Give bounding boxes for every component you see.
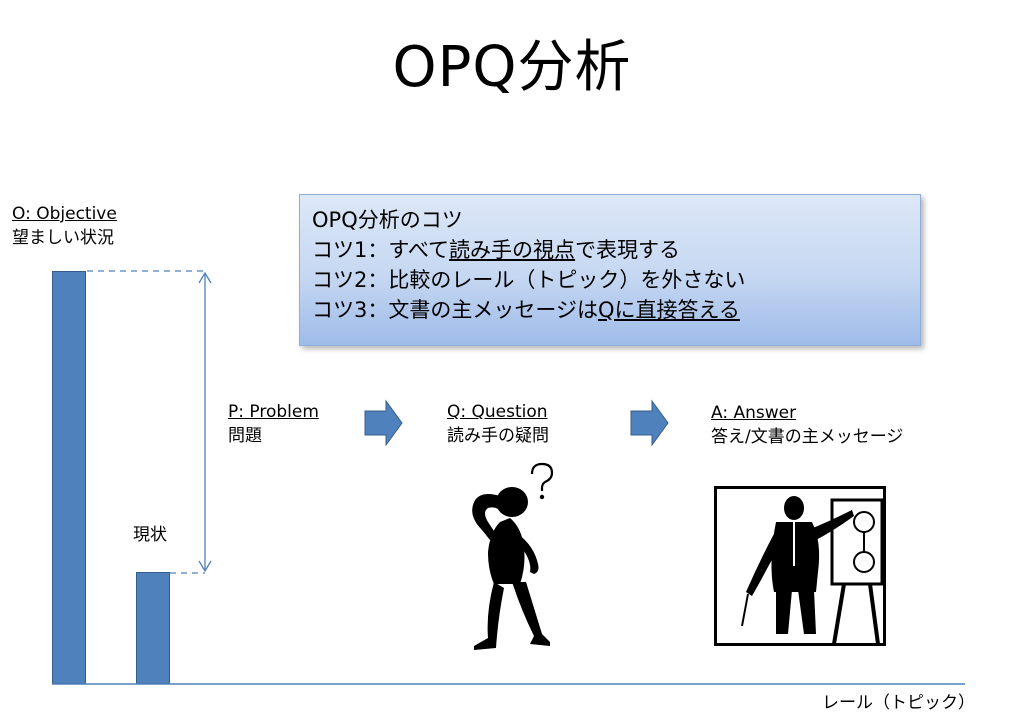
tip-1-emphasis: 読み手の視点 [449, 238, 576, 262]
tip-3-emphasis-direct: 直接答える [635, 298, 740, 322]
problem-text: 問題 [228, 426, 262, 446]
question-text: 読み手の疑問 [447, 426, 549, 446]
current-state-label: 現状 [133, 525, 167, 545]
thinking-person-icon [472, 462, 554, 650]
arrow-right-icon [364, 399, 403, 447]
gap-double-arrow [198, 271, 212, 573]
axis-label: レール（トピック） [822, 693, 975, 713]
tip-3-emphasis-q: Qに [597, 298, 636, 322]
objective-text: 望ましい状況 [12, 228, 114, 248]
question-heading: Q: Question [447, 402, 548, 422]
tip-2: コツ2：比較のレール（トピック）を外さない [312, 268, 746, 292]
question-label: Q: Question 読み手の疑問 [447, 400, 549, 448]
arrow-right-icon [630, 399, 669, 447]
tips-heading: OPQ分析のコツ [312, 208, 463, 232]
slide-title: OPQ分析 [392, 35, 632, 100]
answer-text: 答え/文書の主メッセージ [711, 427, 904, 447]
tip-3: コツ3：文書の主メッセージはQに直接答える [312, 298, 740, 322]
tip-1: コツ1：すべて読み手の視点で表現する [312, 238, 681, 262]
bar-objective [52, 271, 86, 684]
tips-box: OPQ分析のコツ コツ1：すべて読み手の視点で表現する コツ2：比較のレール（ト… [299, 194, 921, 346]
bar-current [136, 572, 170, 684]
answer-label: A: Answer 答え/文書の主メッセージ [711, 401, 903, 449]
answer-heading: A: Answer [711, 403, 797, 423]
objective-label: O: Objective 望ましい状況 [12, 202, 117, 250]
problem-heading: P: Problem [228, 402, 319, 422]
problem-label: P: Problem 問題 [228, 400, 319, 448]
presenter-icon [714, 486, 886, 646]
objective-heading: O: Objective [12, 204, 117, 224]
